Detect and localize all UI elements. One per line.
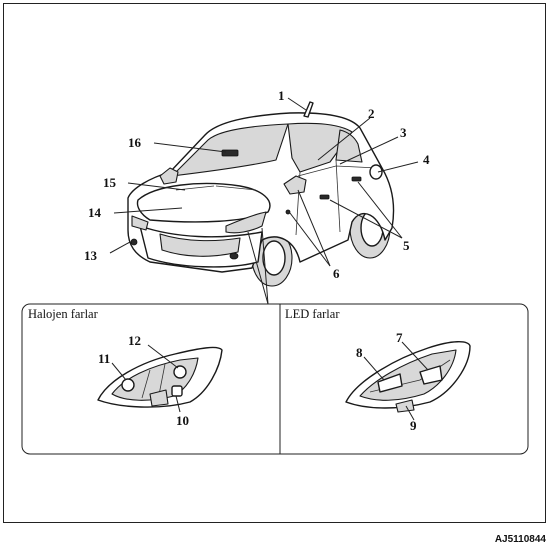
figure-code: AJ5110844 [495,534,547,545]
callout-13: 13 [84,248,98,263]
callout-14: 14 [88,205,102,220]
car-illustration [127,101,395,287]
callout-12: 12 [128,333,141,348]
callout-9: 9 [410,418,417,433]
led-headlight [345,341,471,413]
callout-7: 7 [396,330,403,345]
figure-frame [3,3,546,523]
callout-15: 15 [103,175,117,190]
led-leaders [363,341,429,421]
callout-2: 2 [368,106,375,121]
halogen-panel-title: Halojen farlar [28,307,99,321]
headlight-inset-frame [21,303,529,455]
halogen-headlight [97,346,223,408]
callout-1: 1 [278,88,285,103]
halogen-leaders [111,344,181,413]
callout-16: 16 [128,135,142,150]
callout-3: 3 [400,125,407,140]
callout-leaders [109,97,419,305]
callout-11: 11 [98,351,110,366]
led-panel-title: LED farlar [285,307,340,321]
callout-8: 8 [356,345,363,360]
callout-10: 10 [176,413,189,428]
callout-5: 5 [403,238,410,253]
callout-6: 6 [333,266,340,281]
callout-4: 4 [423,152,430,167]
